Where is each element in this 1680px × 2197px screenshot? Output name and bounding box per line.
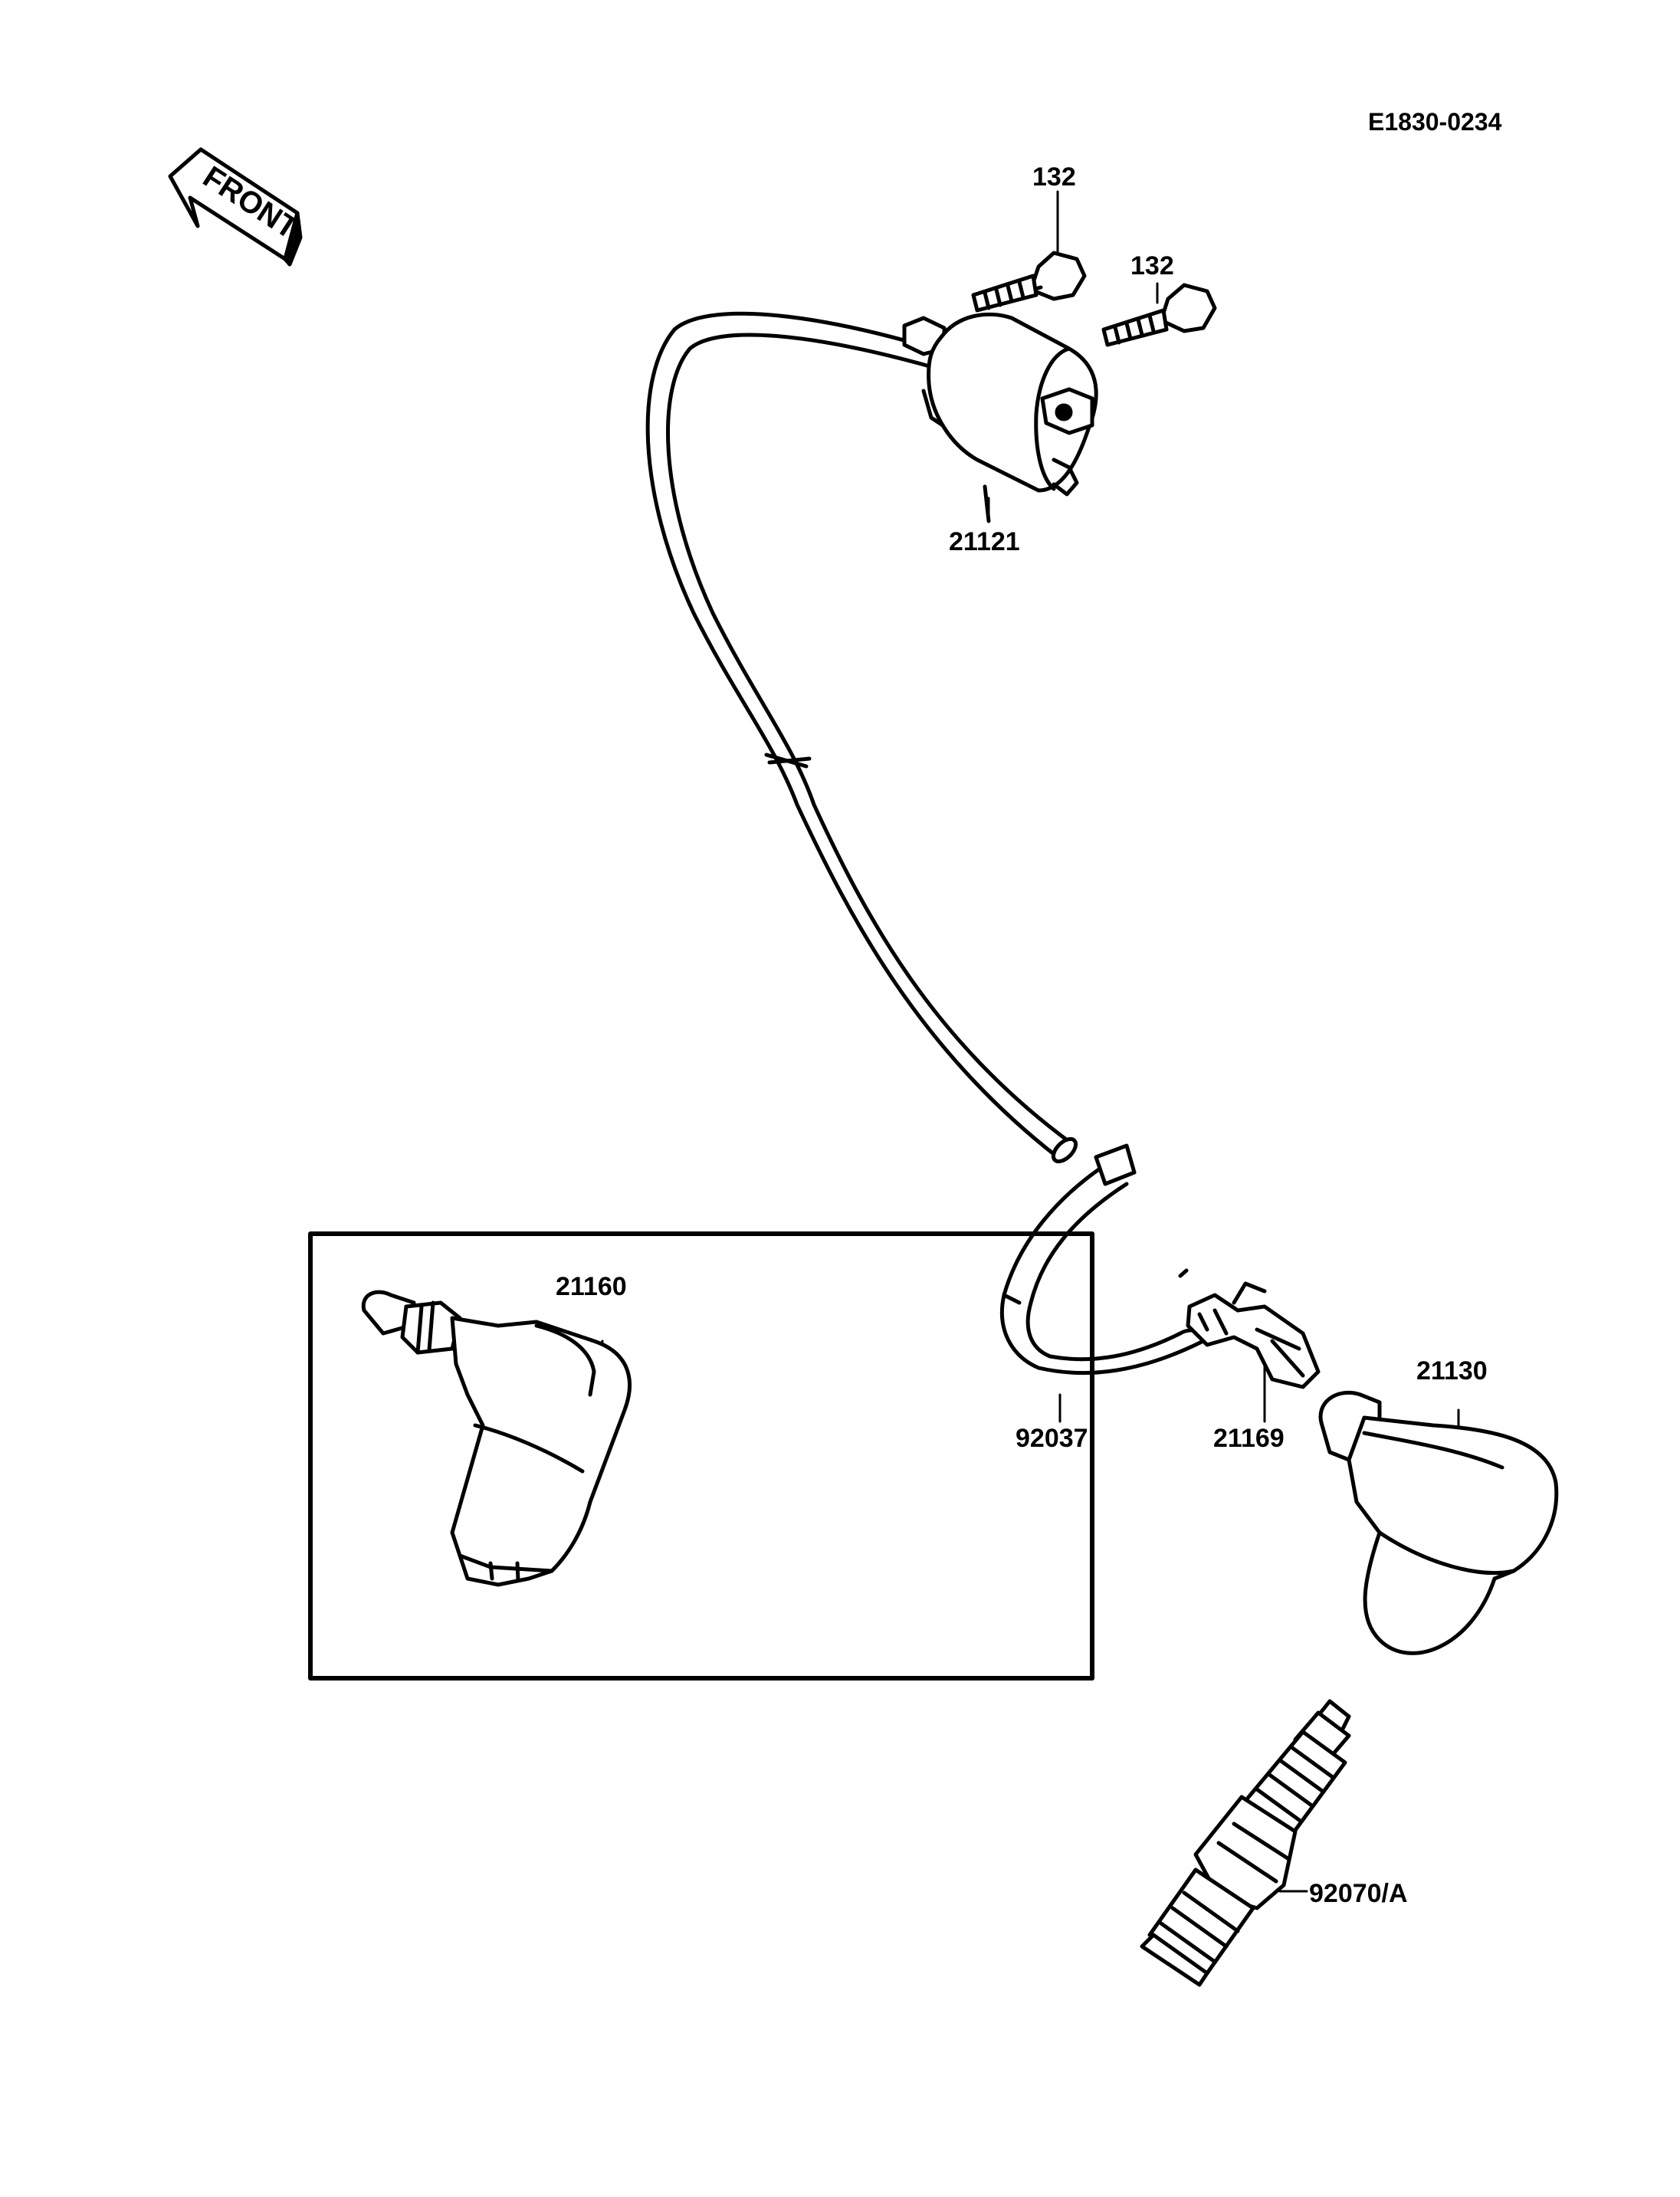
label-inset-cap: 21160 xyxy=(556,1272,627,1301)
inset-frame xyxy=(308,1231,1094,1681)
ignition-coil xyxy=(902,312,1098,523)
high-tension-lead xyxy=(645,311,1078,1164)
spark-plug-cap xyxy=(1318,1390,1559,1655)
label-cap: 21130 xyxy=(1416,1356,1488,1385)
diagram-code: E1830-0234 xyxy=(1368,108,1502,136)
bolt-top-icon xyxy=(971,251,1087,313)
label-ignition-coil: 21121 xyxy=(949,527,1020,556)
inset-spark-plug-cap xyxy=(361,1290,632,1587)
label-terminal: 21169 xyxy=(1213,1424,1285,1453)
label-spark-plug: 92070/A xyxy=(1309,1879,1408,1908)
bolt-right-icon xyxy=(1101,283,1217,347)
front-arrow-icon: FRONT xyxy=(168,147,304,267)
label-bolt-right: 132 xyxy=(1130,251,1174,280)
cable-terminal xyxy=(1186,1281,1321,1389)
spark-plug xyxy=(1140,1699,1351,1987)
label-clamp: 92037 xyxy=(1016,1424,1088,1453)
label-bolt-top: 132 xyxy=(1032,162,1076,192)
wire-clamp xyxy=(999,1143,1210,1376)
